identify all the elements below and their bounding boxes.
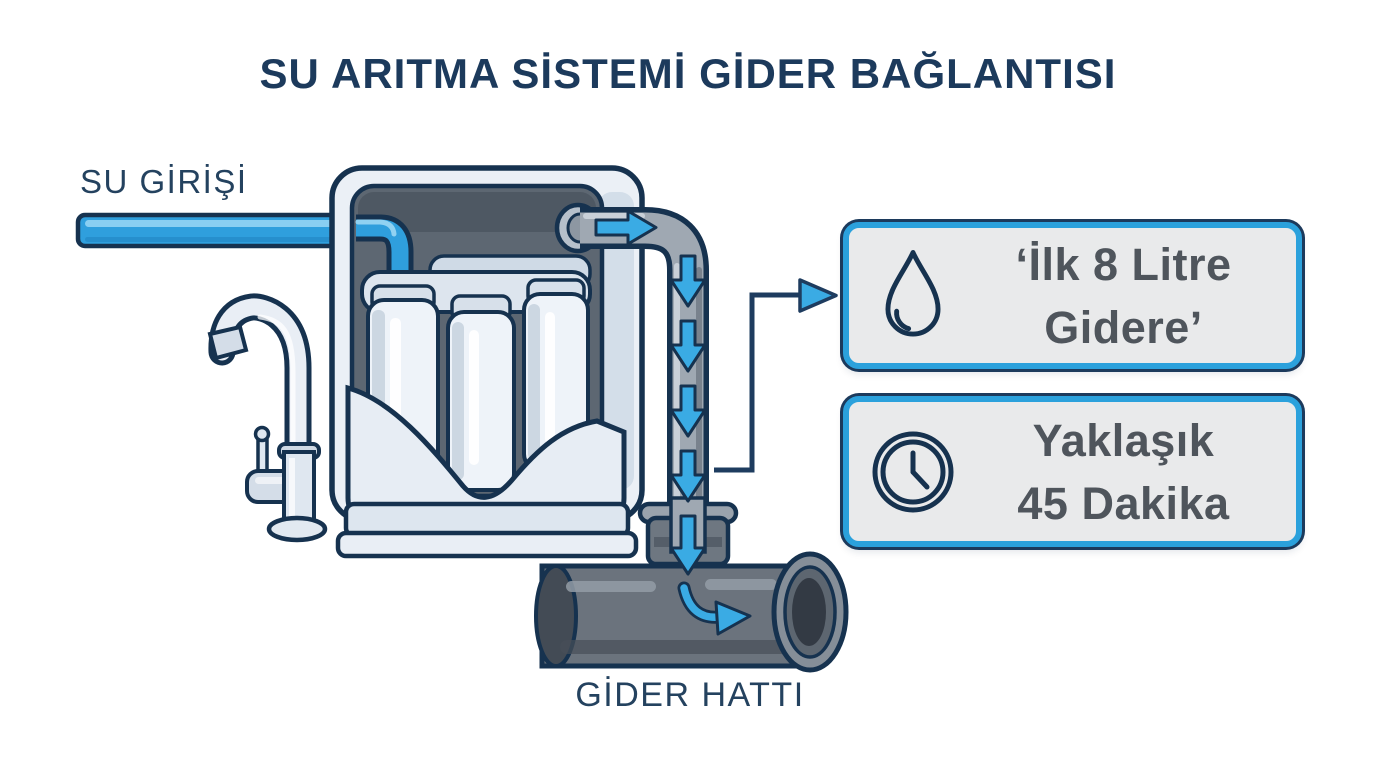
info-box-line: Yaklaşık — [1032, 414, 1215, 466]
info-box-first-litres: ‘İlk 8 Litre Gidere’ — [843, 222, 1302, 369]
info-box-line: ‘İlk 8 Litre — [1015, 238, 1232, 290]
info-box-text: Yaklaşık 45 Dakika — [977, 409, 1296, 535]
drain-label: GİDER HATTI — [575, 676, 805, 714]
faucet-illustration — [207, 293, 328, 543]
inlet-label: SU GİRİŞİ — [80, 163, 248, 200]
info-box-text: ‘İlk 8 Litre Gidere’ — [977, 233, 1296, 359]
page-title: SU ARITMA SİSTEMİ GİDER BAĞLANTISI — [259, 50, 1117, 97]
info-box-line: Gidere’ — [1044, 301, 1203, 353]
clock-icon — [849, 430, 977, 514]
filter-unit-illustration — [329, 165, 645, 559]
flow-arrows — [594, 209, 752, 636]
callout-arrow — [714, 278, 838, 473]
info-box-duration: Yaklaşık 45 Dakika — [843, 396, 1302, 547]
drain-pipe — [534, 551, 849, 673]
inlet-pipe — [75, 212, 353, 249]
info-box-line: 45 Dakika — [1017, 477, 1230, 529]
water-drop-icon — [849, 247, 977, 345]
